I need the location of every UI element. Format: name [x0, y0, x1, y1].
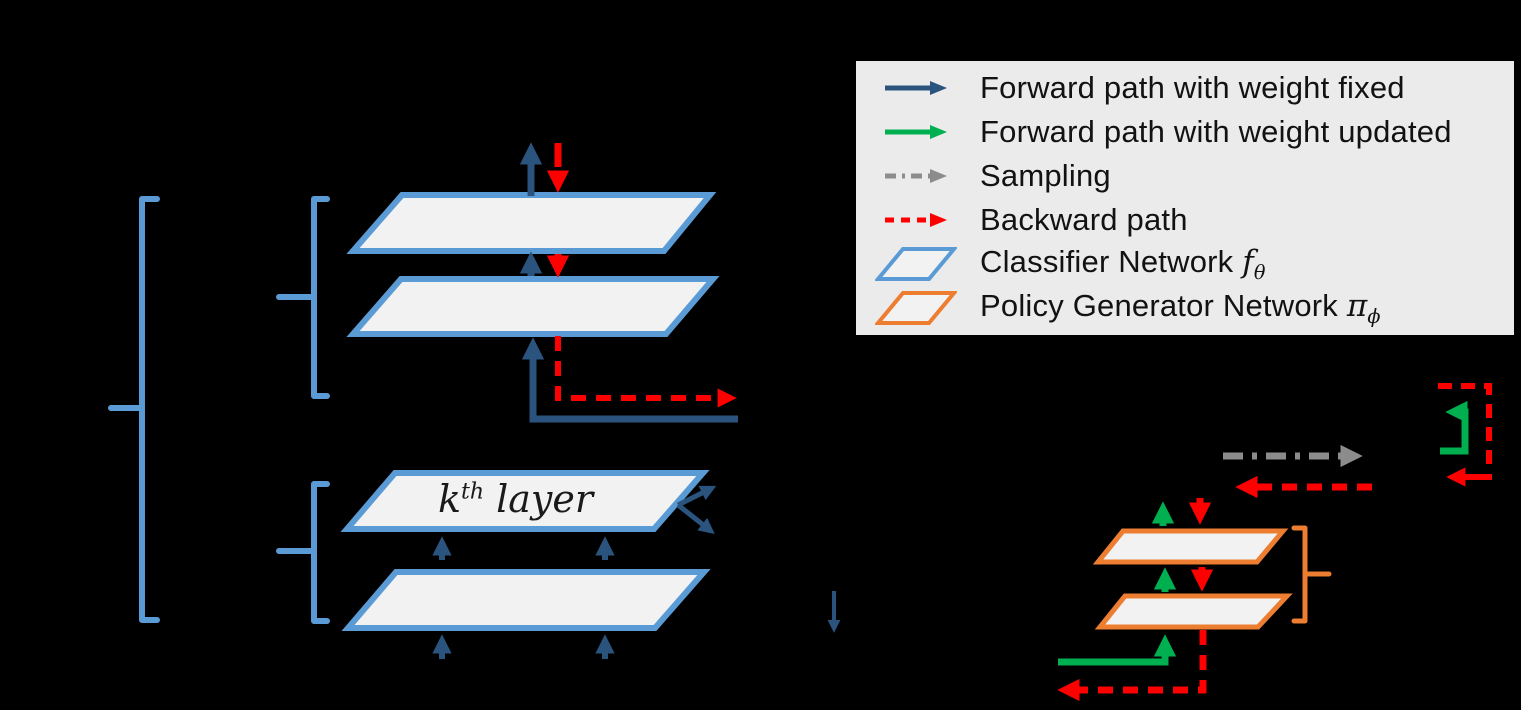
policy-layer-2	[1094, 593, 1293, 630]
updated-forward-path-into-policy	[1058, 634, 1177, 666]
forward-fixed-arrow-icon	[870, 78, 962, 98]
classifier-parallelogram-icon	[870, 247, 962, 282]
legend-item-policy: Policy Generator Network πϕ	[870, 287, 1514, 330]
forward-updated-arrow-icon	[870, 122, 962, 142]
policy-math-symbol: πϕ	[1346, 288, 1381, 329]
legend-item-classifier: Classifier Network fθ	[870, 243, 1514, 286]
fork-arrow-up-right	[676, 485, 717, 508]
legend-label-policy: Policy Generator Network πϕ	[980, 288, 1381, 328]
backward-path-out-of-policy	[1057, 630, 1207, 702]
legend-item-forward-updated: Forward path with weight updated	[870, 110, 1514, 153]
legend-item-backward: Backward path	[870, 199, 1514, 242]
policy-layer-1	[1092, 528, 1289, 565]
backward-loop-path	[1438, 383, 1492, 464]
classifier-layer-below-kth	[341, 569, 711, 631]
backward-path-out-of-top-group	[555, 336, 737, 408]
kth-sup: th	[461, 479, 485, 505]
fork-arrow-down-right	[676, 503, 715, 534]
brace-left-outer	[108, 196, 160, 623]
legend-label-sampling: Sampling	[980, 157, 1111, 193]
legend-label-backward: Backward path	[980, 202, 1188, 238]
classifier-layer-top-2	[346, 276, 720, 337]
legend: Forward path with weight fixed Forward p…	[853, 58, 1517, 338]
brace-policy-group	[1291, 525, 1332, 624]
legend-label-forward-fixed: Forward path with weight fixed	[980, 69, 1405, 105]
legend-label-forward-updated: Forward path with weight updated	[980, 113, 1452, 149]
classifier-layer-kth	[340, 470, 710, 532]
kth-rest: layer	[496, 477, 594, 521]
sampling-arrow-icon	[870, 166, 962, 186]
backward-arrow-icon	[870, 210, 962, 230]
green-return-arrow	[1440, 400, 1469, 455]
classifier-layer-top-1	[346, 192, 717, 254]
classifier-math-symbol: fθ	[1242, 244, 1266, 285]
kth-base: k	[438, 477, 462, 521]
legend-item-forward-fixed: Forward path with weight fixed	[870, 66, 1514, 109]
brace-left-upper-group	[276, 196, 330, 399]
legend-label-classifier: Classifier Network fθ	[980, 244, 1266, 284]
legend-label-classifier-text: Classifier Network	[980, 244, 1243, 280]
forward-path-into-top-group	[521, 337, 738, 423]
brace-left-lower-group	[276, 481, 330, 624]
legend-item-sampling: Sampling	[870, 154, 1514, 197]
legend-label-policy-text: Policy Generator Network	[980, 288, 1347, 324]
policy-parallelogram-icon	[870, 291, 962, 326]
